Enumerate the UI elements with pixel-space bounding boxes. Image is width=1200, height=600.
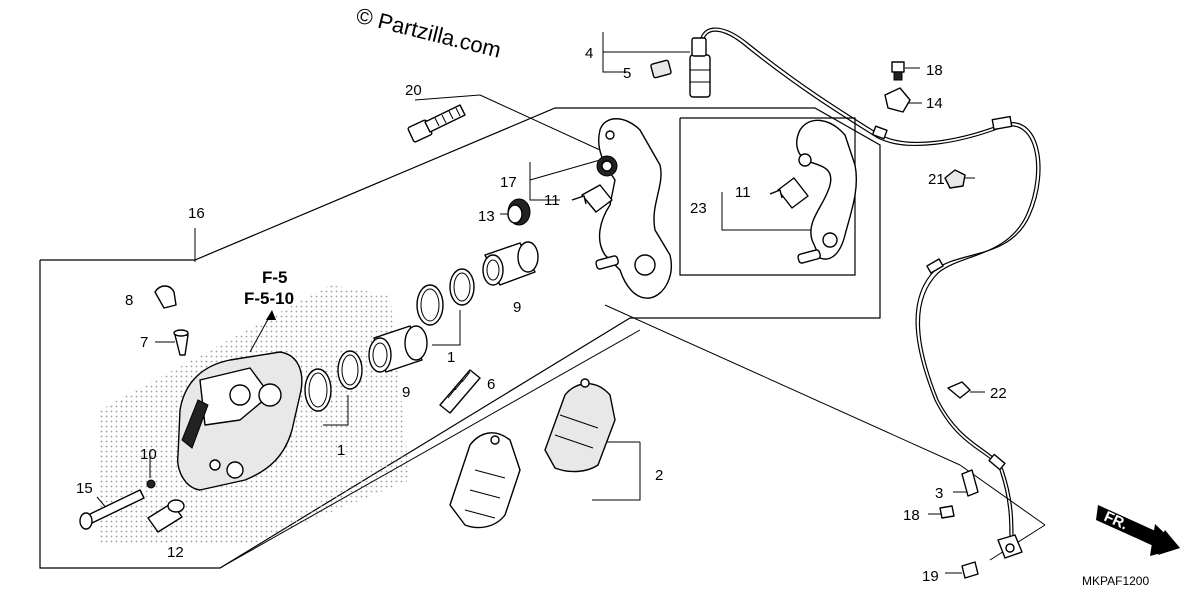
- caliper-bolt: [147, 499, 185, 533]
- callout-21: 21: [928, 171, 945, 188]
- callout-8: 8: [125, 292, 133, 309]
- wire-clamp-14: [884, 87, 911, 113]
- wire-clamp-22: [947, 381, 971, 399]
- bolt-18-top: [891, 61, 905, 81]
- callout-12: 12: [167, 544, 184, 561]
- brake-pad-inner: [544, 378, 616, 473]
- mounting-bolt: [407, 104, 466, 143]
- group-frame-16: [39, 107, 881, 569]
- piston-lower: [368, 325, 428, 373]
- callout-18-top: 18: [926, 62, 943, 79]
- callout-1-lower: 1: [337, 442, 345, 459]
- bolt-18-bottom: [939, 505, 955, 519]
- front-direction-arrow: [1096, 505, 1180, 556]
- caliper-bracket-inset: [796, 119, 858, 264]
- sensor-bracket-3: [961, 469, 979, 497]
- caliper-bracket: [595, 118, 672, 299]
- pad-spring-main: [571, 184, 613, 213]
- callout-2: 2: [655, 467, 663, 484]
- bleeder-cap: [154, 285, 177, 309]
- callout-22: 22: [990, 385, 1007, 402]
- callout-14: 14: [926, 95, 943, 112]
- pad-pin-bolt: [79, 489, 145, 530]
- ref-arrow: [266, 310, 276, 320]
- callout-labels: 4 5 20 17 11 13 16 8 7 9 1 9 6 1 2 10 15…: [76, 45, 1007, 585]
- abs-sensor-wire: [699, 27, 1041, 541]
- watermark: © Partzilla.com: [354, 3, 504, 63]
- diagram-code: MKPAF1200: [1082, 574, 1149, 588]
- callout-4: 4: [585, 45, 593, 62]
- brake-pad-outer: [449, 432, 521, 529]
- callout-16: 16: [188, 205, 205, 222]
- callout-13: 13: [478, 208, 495, 225]
- callout-3: 3: [935, 485, 943, 502]
- callout-11-inset: 11: [735, 184, 751, 201]
- callout-7: 7: [140, 334, 148, 351]
- bolt-19: [961, 561, 979, 579]
- leader-lines: [96, 32, 1046, 574]
- ref-label-f5[interactable]: F-5: [262, 268, 288, 287]
- grommet-21: [944, 169, 966, 189]
- bleeder-valve: [173, 329, 189, 356]
- callout-19: 19: [922, 568, 939, 585]
- callout-9-lower: 9: [402, 384, 410, 401]
- wheel-speed-sensor: [997, 534, 1023, 559]
- callout-20: 20: [405, 82, 422, 99]
- abs-connector: [689, 37, 711, 98]
- callout-15: 15: [76, 480, 93, 497]
- callout-18-bottom: 18: [903, 507, 920, 524]
- caliper-body: [177, 351, 303, 491]
- piston-seal-upper: [416, 268, 475, 326]
- pad-shim: [439, 369, 481, 414]
- piston-upper: [482, 241, 539, 286]
- pin-plug: [146, 479, 156, 489]
- connector-clip: [650, 59, 672, 79]
- group-frame-23: [679, 117, 856, 276]
- callout-6: 6: [487, 376, 495, 393]
- piston-seal-lower: [304, 350, 363, 412]
- callout-10: 10: [140, 446, 157, 463]
- callout-23: 23: [690, 200, 707, 217]
- ref-label-f5-10[interactable]: F-5-10: [244, 289, 294, 308]
- callout-17: 17: [500, 174, 517, 191]
- callout-5: 5: [623, 65, 631, 82]
- callout-9-upper: 9: [513, 299, 521, 316]
- callout-11: 11: [544, 192, 560, 209]
- dust-boot: [507, 198, 531, 226]
- callout-1-upper: 1: [447, 349, 455, 366]
- pad-spring-inset: [769, 177, 809, 209]
